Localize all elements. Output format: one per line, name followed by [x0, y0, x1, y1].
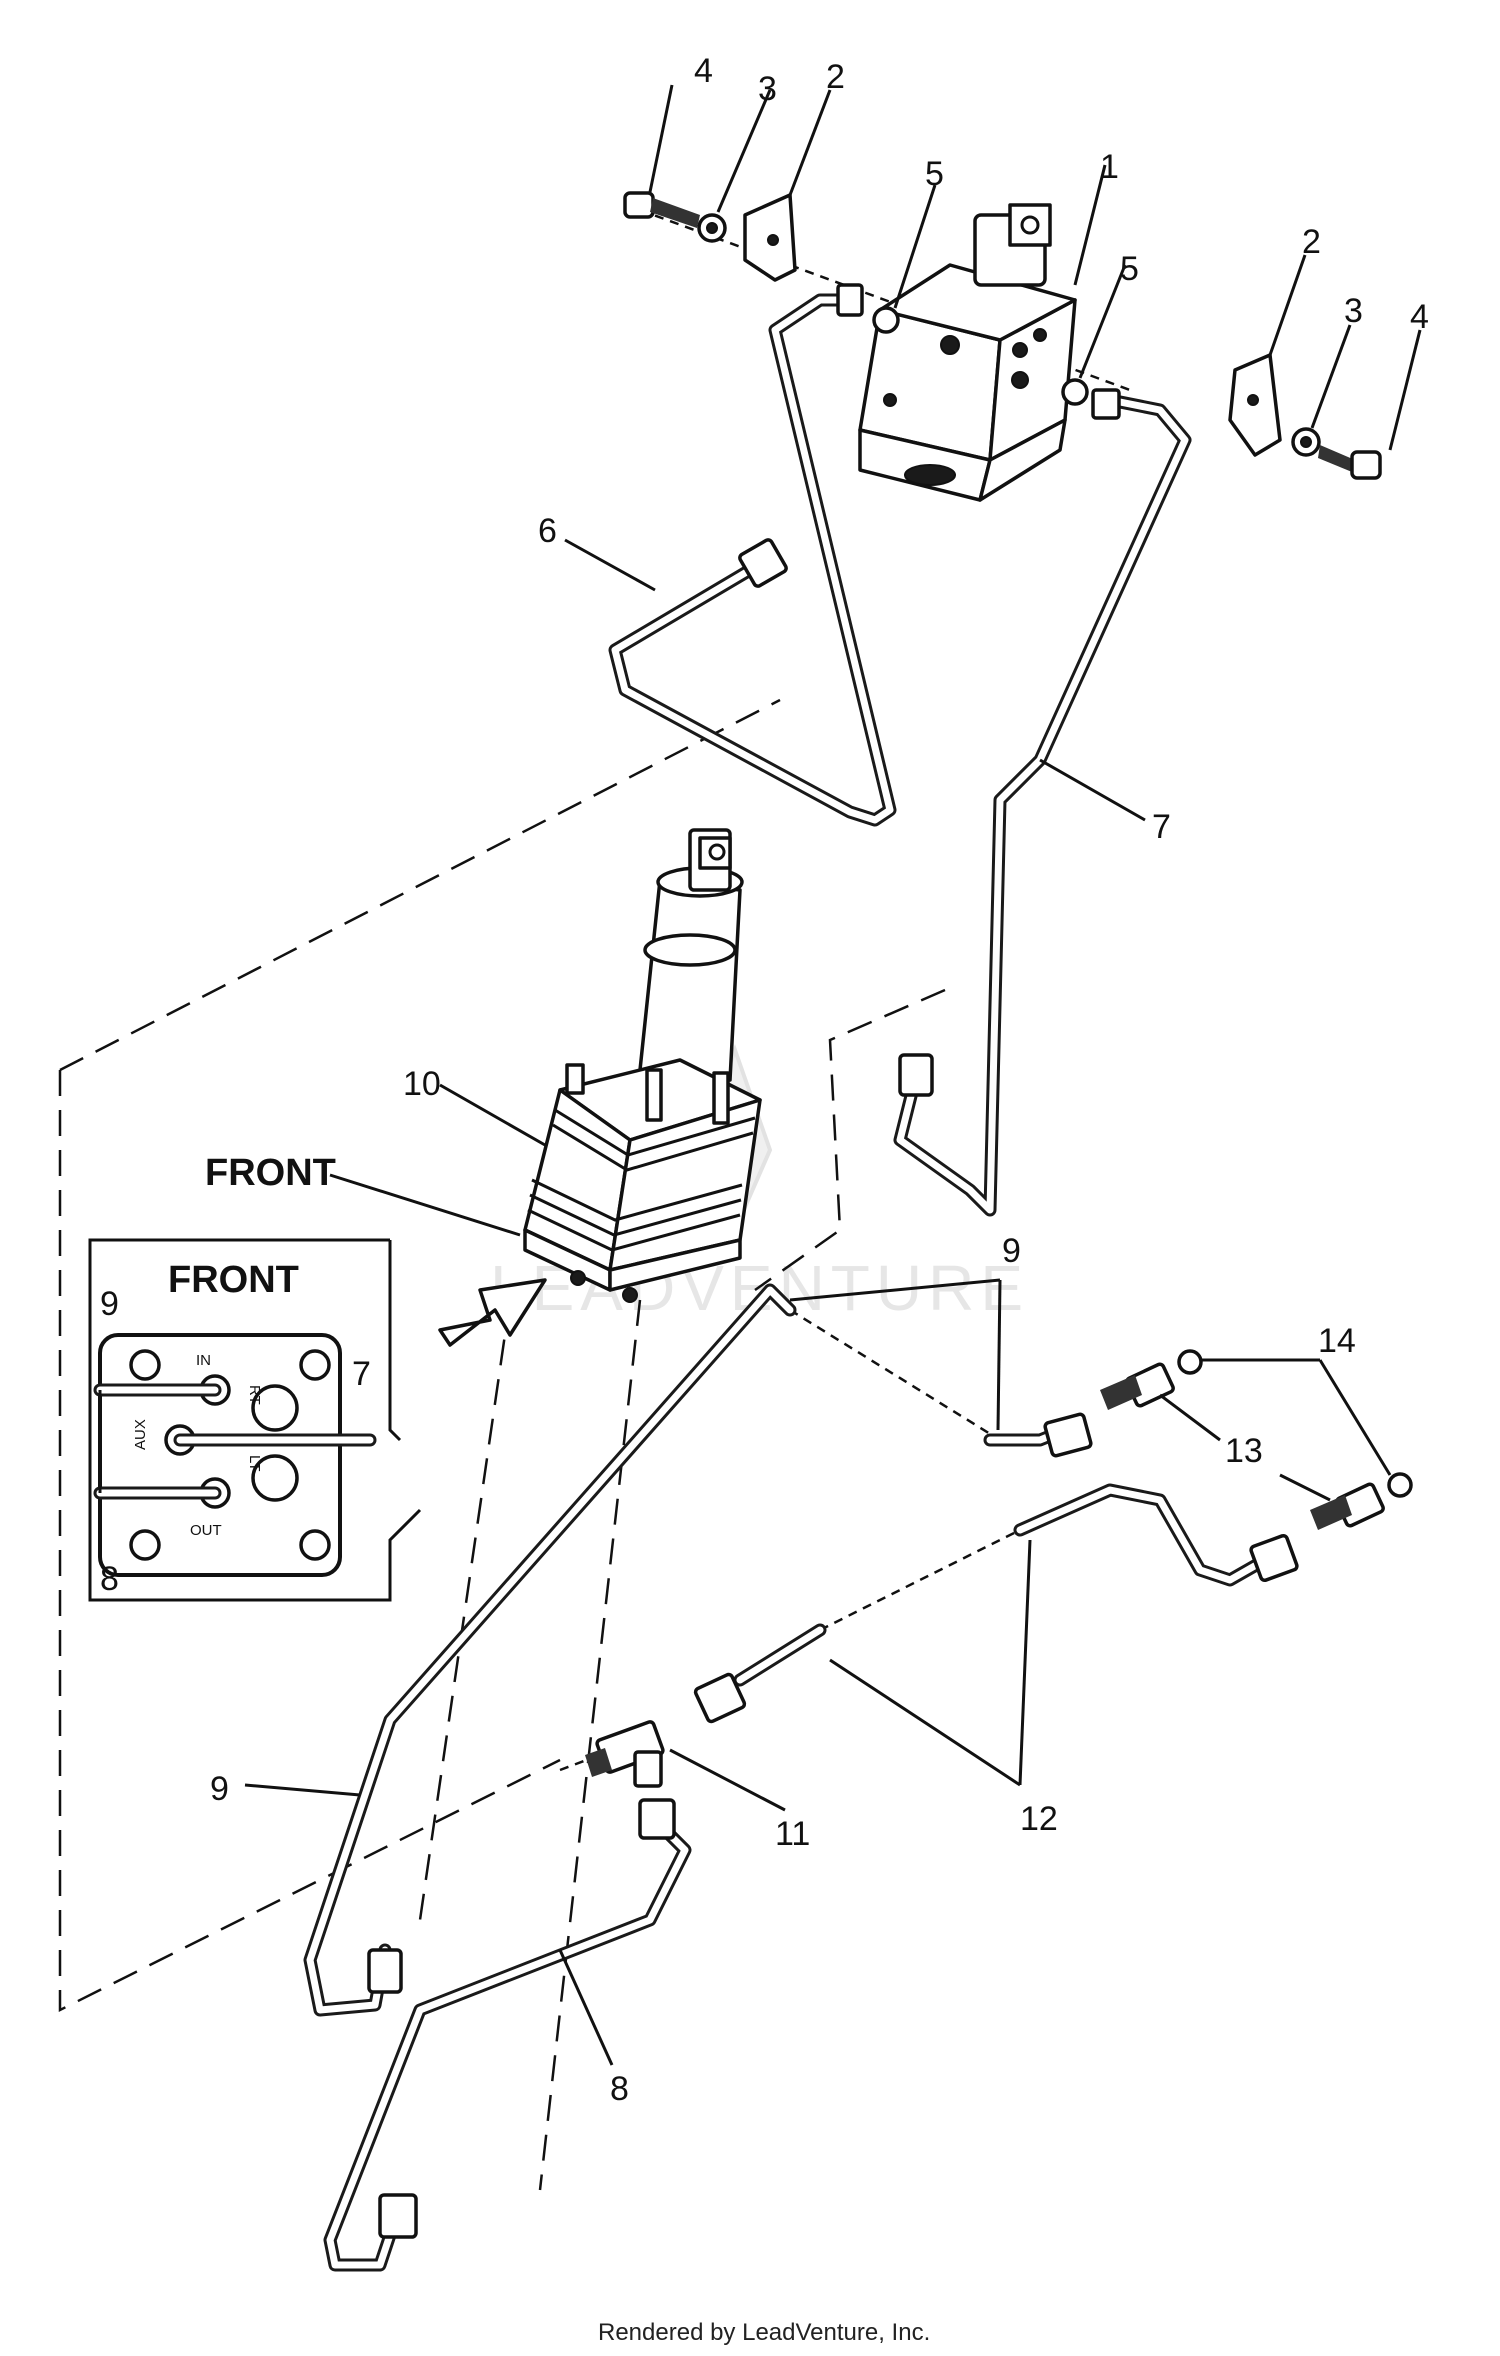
callout-9: 9 [1002, 1232, 1021, 1270]
callout-6: 6 [538, 512, 557, 550]
left-bolt [623, 191, 700, 228]
callout-9-inset: 9 [100, 1285, 119, 1323]
fitting-13-lower [1310, 1482, 1385, 1530]
port-label-rt: RT [246, 1385, 263, 1405]
callout-14: 14 [1318, 1322, 1356, 1360]
callout-7-inset: 7 [352, 1355, 371, 1393]
left-bracket [743, 193, 797, 282]
callout-5-left: 5 [925, 155, 944, 193]
callout-8-inset: 8 [100, 1560, 119, 1598]
o-ring-14-upper [1177, 1349, 1203, 1375]
callout-12: 12 [1020, 1800, 1058, 1838]
callout-1: 1 [1100, 148, 1119, 186]
callout-7: 7 [1152, 808, 1171, 846]
port-label-lt: LT [246, 1455, 263, 1471]
control-valve [858, 203, 1077, 502]
tube-12 [693, 1483, 1299, 1724]
front-label: FRONT [205, 1152, 336, 1194]
steering-unit [523, 828, 762, 1303]
callout-3-right: 3 [1344, 292, 1363, 330]
right-bracket [1228, 353, 1282, 457]
leader-lines [244, 84, 1422, 2066]
footer-credit: Rendered by LeadVenture, Inc. [598, 2319, 930, 2346]
o-ring-left [872, 306, 900, 334]
callout-8: 8 [610, 2070, 629, 2108]
tube-8 [323, 1798, 692, 2272]
callout-2-left: 2 [826, 58, 845, 96]
inset-title: FRONT [168, 1259, 299, 1301]
port-label-out: OUT [190, 1522, 222, 1539]
tube-9 [303, 1283, 1093, 2017]
view-arrow [438, 1278, 547, 1347]
callouts: 1 2 2 3 3 4 4 5 5 6 7 7 8 8 9 9 9 10 11 … [100, 52, 1429, 2108]
callout-11: 11 [775, 1815, 810, 1853]
tee-fitting [585, 1720, 665, 1788]
right-bolt [1318, 445, 1382, 480]
tube-7 [893, 388, 1192, 1217]
o-ring-right [1061, 378, 1089, 406]
fitting-13-upper [1100, 1362, 1175, 1410]
o-ring-14-lower [1387, 1472, 1413, 1498]
callout-4-right: 4 [1410, 298, 1429, 336]
right-washer [1291, 427, 1321, 457]
tube-6 [608, 283, 897, 827]
callout-5-right: 5 [1120, 250, 1139, 288]
callout-4-left: 4 [694, 52, 713, 90]
port-label-in: IN [196, 1352, 211, 1369]
callout-9-lower: 9 [210, 1770, 229, 1808]
callout-3-left: 3 [758, 70, 777, 108]
port-face-inset: FRONT IN AUX OUT RT LT [88, 1238, 422, 1602]
left-washer [697, 213, 727, 243]
callout-10: 10 [403, 1065, 441, 1103]
callout-13: 13 [1225, 1432, 1263, 1470]
callout-2-right: 2 [1302, 223, 1321, 261]
port-label-aux: AUX [132, 1419, 149, 1450]
